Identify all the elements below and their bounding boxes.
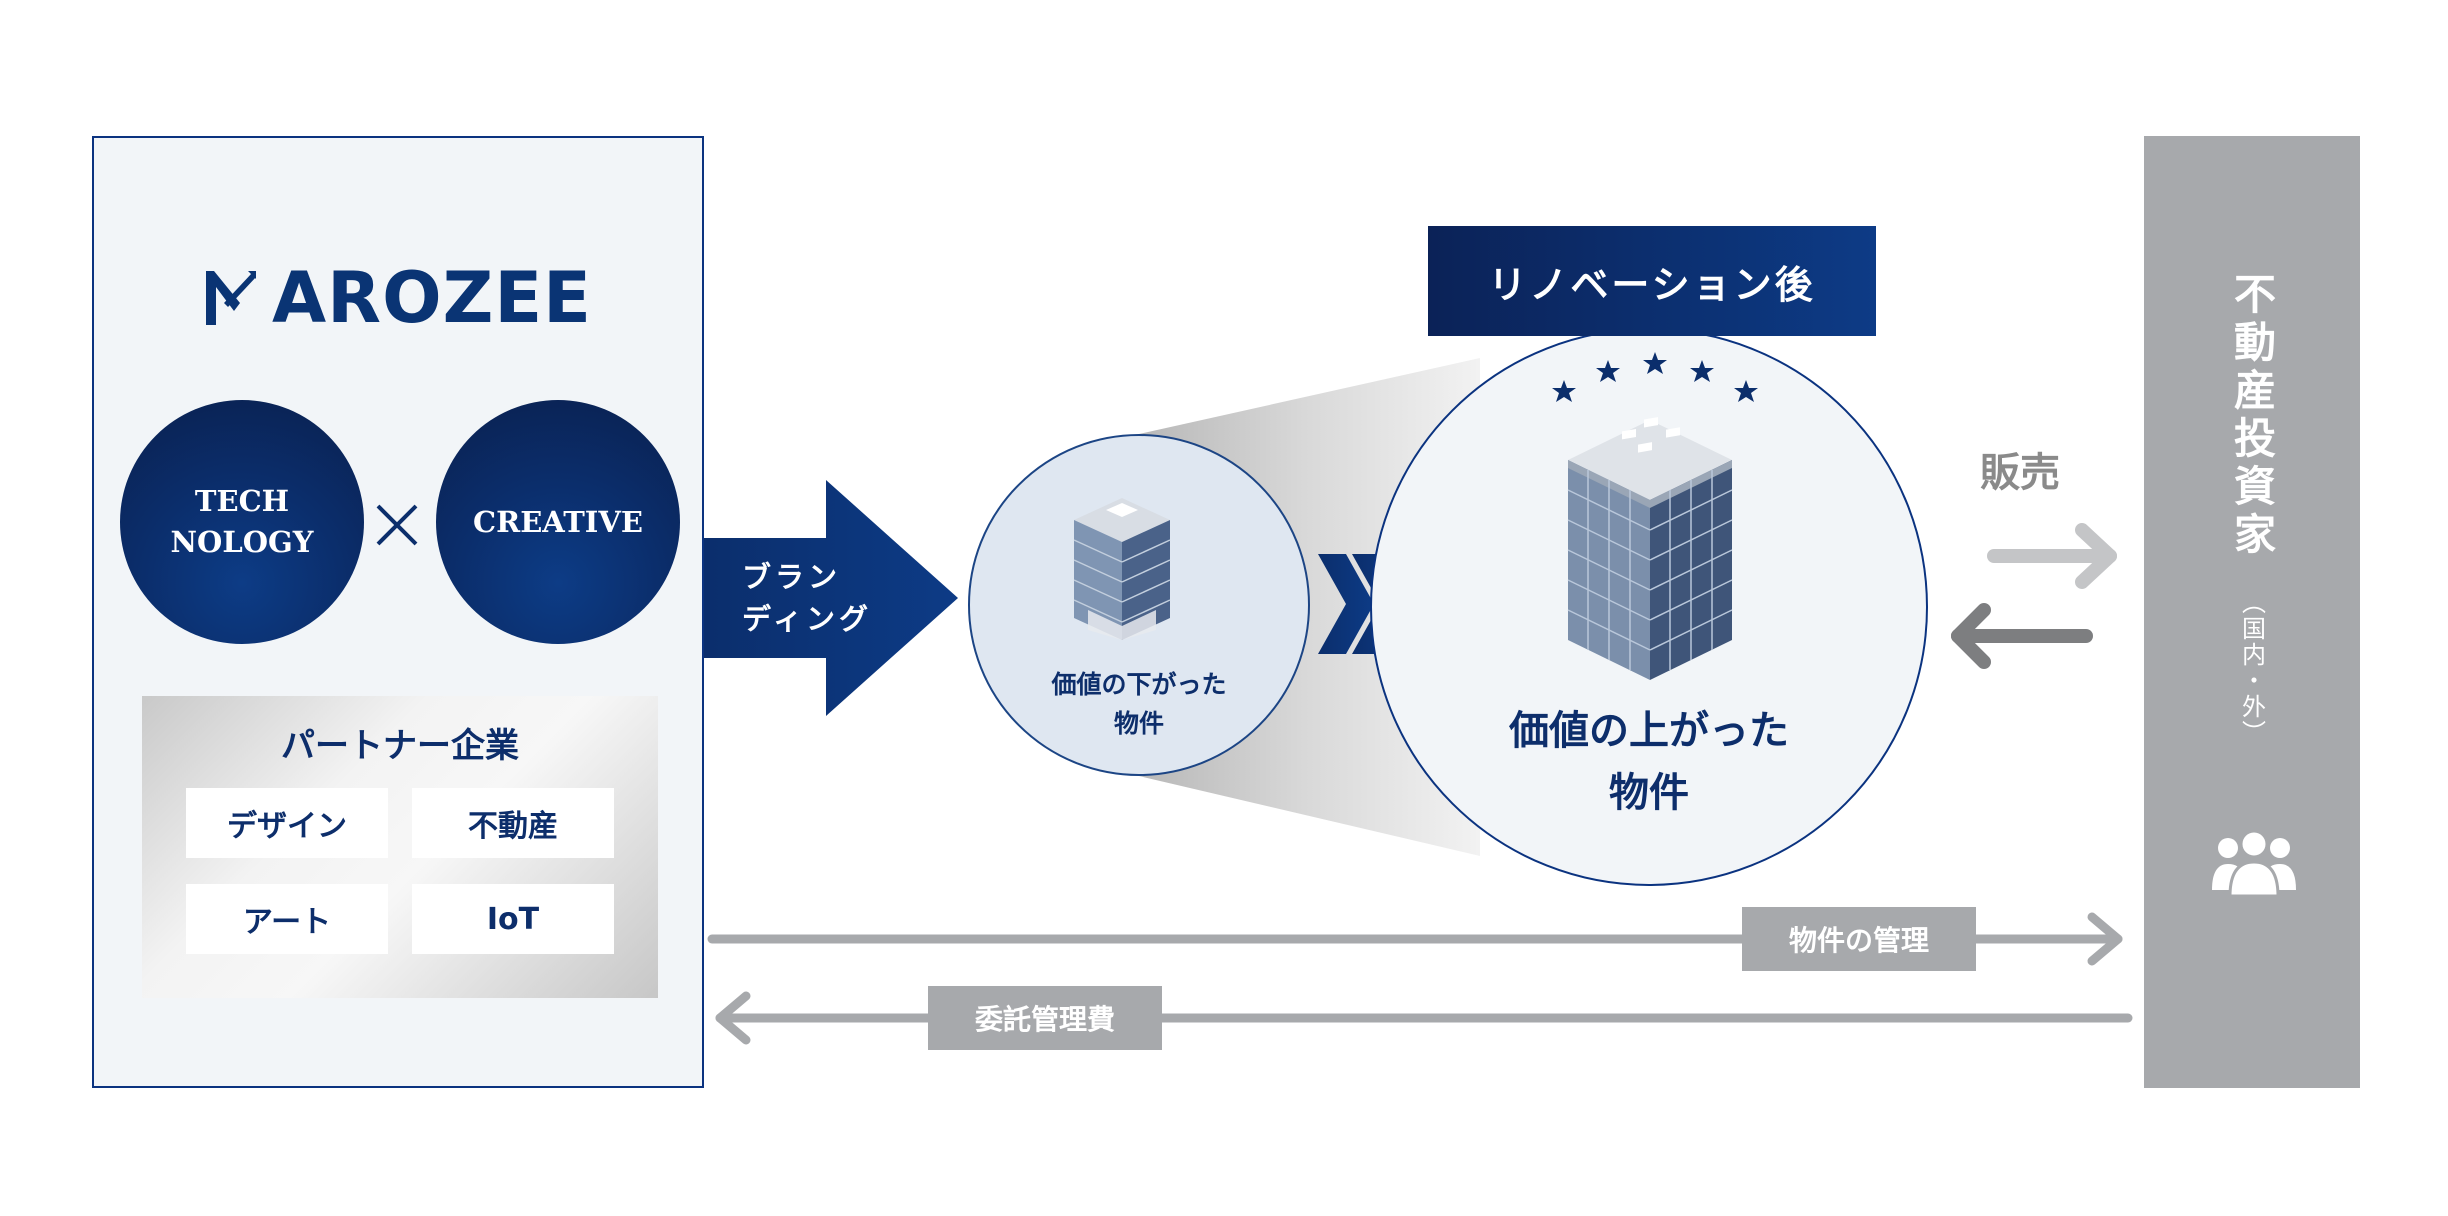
investor-column: 不動産投資家 （国内・外） bbox=[2144, 136, 2360, 1088]
branding-arrow bbox=[704, 480, 958, 716]
after-property-circle: 価値の上がった 物件 bbox=[1370, 328, 1928, 886]
before-property-circle: 価値の下がった 物件 bbox=[968, 434, 1310, 776]
after-renovation-banner: リノベーション後 bbox=[1428, 226, 1876, 336]
partner-item-art: アート bbox=[186, 884, 388, 954]
people-icon bbox=[2212, 830, 2296, 896]
branding-label: ブラン ディング bbox=[742, 560, 872, 637]
partner-title: パートナー企業 bbox=[281, 726, 519, 766]
sale-arrows bbox=[1951, 523, 2117, 669]
arozee-logo: AROZEE bbox=[200, 263, 600, 333]
after-property-label: 価値の上がった 物件 bbox=[1509, 708, 1789, 816]
fee-flow-label: 委託管理費 bbox=[928, 986, 1162, 1050]
management-flow-label: 物件の管理 bbox=[1742, 907, 1976, 971]
before-property-label: 価値の下がった 物件 bbox=[1051, 670, 1227, 738]
technology-label: TECH NOLOGY bbox=[170, 484, 314, 559]
times-icon bbox=[376, 504, 418, 546]
arozee-logo-mark-icon bbox=[206, 271, 256, 325]
company-box: AROZEE TECH NOLOGY CREATIVE パートナー企業 デザイン… bbox=[92, 136, 704, 1088]
stars-icon bbox=[1552, 352, 1758, 402]
investor-title: 不動産投資家 bbox=[2227, 272, 2277, 560]
arrow-left-icon bbox=[1951, 603, 2093, 669]
arrow-right-icon bbox=[1987, 523, 2117, 589]
technology-circle: TECH NOLOGY bbox=[120, 400, 364, 644]
creative-label: CREATIVE bbox=[473, 504, 643, 539]
partner-item-real-estate: 不動産 bbox=[412, 788, 614, 858]
partner-item-design: デザイン bbox=[186, 788, 388, 858]
partner-item-iot: IoT bbox=[412, 884, 614, 954]
sale-label: 販売 bbox=[1980, 450, 2060, 496]
partner-panel: パートナー企業 デザイン 不動産 アート IoT bbox=[142, 696, 658, 998]
old-building-icon bbox=[1073, 498, 1171, 640]
logo-text: AROZEE bbox=[272, 257, 592, 339]
renovated-building-icon bbox=[1567, 417, 1733, 680]
creative-circle: CREATIVE bbox=[436, 400, 680, 644]
investor-subtitle: （国内・外） bbox=[2237, 590, 2266, 746]
